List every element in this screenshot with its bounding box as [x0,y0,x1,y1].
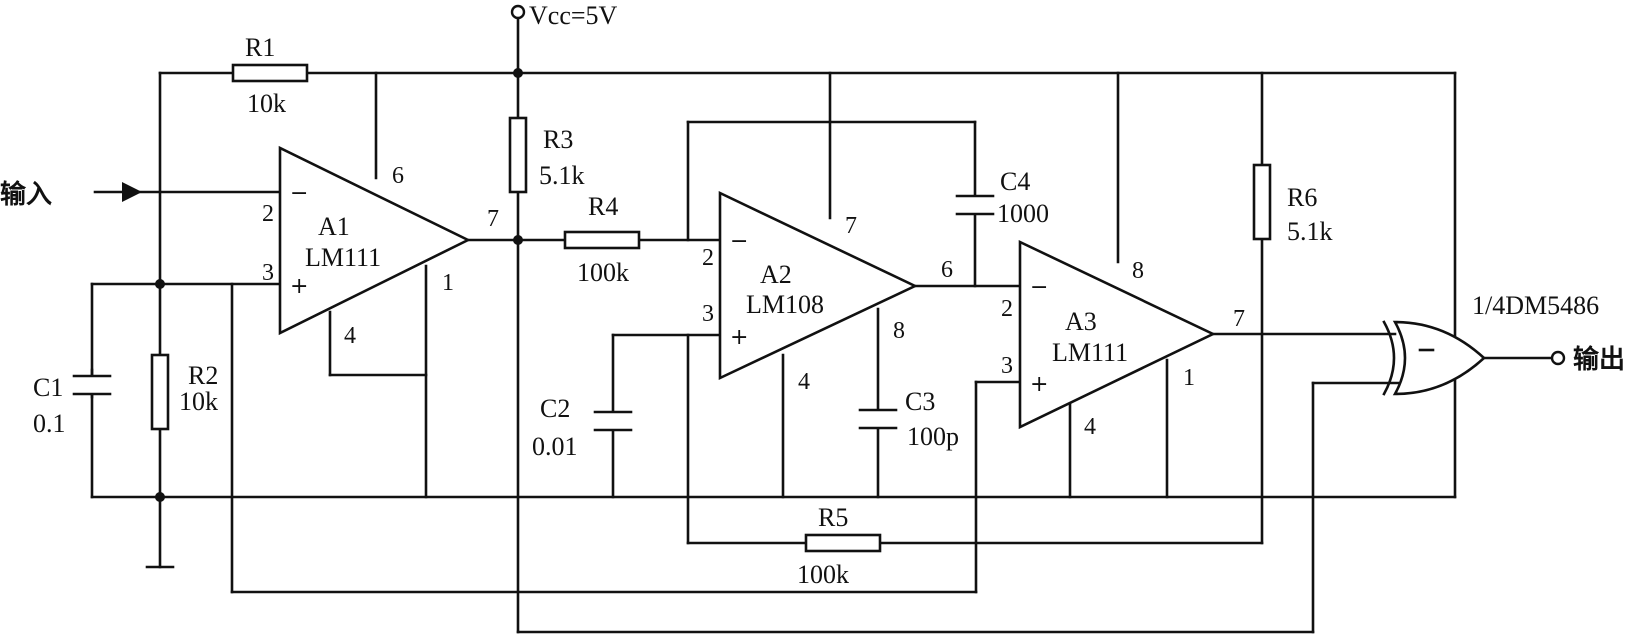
c1-value: 0.1 [33,409,66,438]
output-terminal [1550,350,1566,366]
resistor-r6 [1252,163,1272,241]
opamp-a2 [718,190,919,381]
c4-value: 1000 [997,199,1049,228]
a3-pin-inv: 2 [1001,296,1013,322]
capacitor-c1 [72,368,112,399]
a1-pin-non: 3 [262,260,274,286]
xor-gate [1382,320,1486,396]
a3-pin-gnd: 4 [1084,414,1096,440]
a1-pin-out: 7 [487,206,499,232]
a3-plus-sign: + [1030,372,1048,397]
r6-value: 5.1k [1287,217,1333,246]
gate-label: 1/4DM5486 [1472,291,1599,320]
a2-pin-gnd: 4 [798,369,810,395]
vcc-terminal [510,4,526,20]
a2-pin-non: 3 [702,301,714,327]
a3-part: LM111 [1052,338,1128,367]
resistor-r1 [231,63,309,83]
capacitor-c2 [593,410,633,432]
r6-name: R6 [1287,183,1317,212]
a2-plus-sign: + [730,325,748,350]
a2-pin-vcc: 7 [845,213,857,239]
a3-pin-out: 7 [1233,306,1245,332]
a1-minus-sign: − [290,181,308,206]
a3-pin-p1: 1 [1183,365,1195,391]
r4-value: 100k [577,258,629,287]
c1-name: C1 [33,373,63,402]
capacitor-c3 [858,408,898,430]
a3-pin-non: 3 [1001,353,1013,379]
input-arrow-icon [122,182,142,202]
resistor-r2 [150,353,170,431]
r3-name: R3 [543,125,573,154]
c2-value: 0.01 [532,432,578,461]
a1-name: A1 [318,212,350,241]
output-label: 输出 [1573,344,1625,375]
r2-name: R2 [188,361,218,390]
r3-value: 5.1k [539,161,585,190]
a3-name: A3 [1065,307,1097,336]
junction-dots [155,68,523,502]
a2-pin-8: 8 [893,318,905,344]
r4-name: R4 [588,192,618,221]
c3-name: C3 [905,387,935,416]
r2-value: 10k [179,387,218,416]
a1-part: LM111 [305,243,381,272]
opamp-a1 [278,145,471,336]
r1-value: 10k [247,89,286,118]
a1-pin-vcc: 6 [392,163,404,189]
c4-name: C4 [1000,167,1030,196]
a3-minus-sign: − [1030,275,1048,300]
c2-name: C2 [540,394,570,423]
a1-pin-gnd: 4 [344,323,356,349]
a2-part: LM108 [746,290,824,319]
resistor-r4 [563,230,641,250]
input-label: 输入 [0,179,52,210]
a1-plus-sign: + [290,274,308,299]
a1-pin-inv: 2 [262,201,274,227]
resistor-r5 [804,533,882,553]
a2-pin-inv: 2 [702,245,714,271]
a2-name: A2 [760,260,792,289]
resistor-r3 [508,116,528,194]
a2-minus-sign: − [730,229,748,254]
r5-value: 100k [797,560,849,589]
a2-pin-out: 6 [941,257,953,283]
a3-pin-vcc: 8 [1132,258,1144,284]
opamp-a3 [1018,239,1217,430]
supply-label: Vcc=5V [529,1,618,30]
r5-name: R5 [818,503,848,532]
c3-value: 100p [907,422,959,451]
a1-pin-p1: 1 [442,270,454,296]
r1-name: R1 [245,33,275,62]
capacitor-c4 [955,194,995,216]
